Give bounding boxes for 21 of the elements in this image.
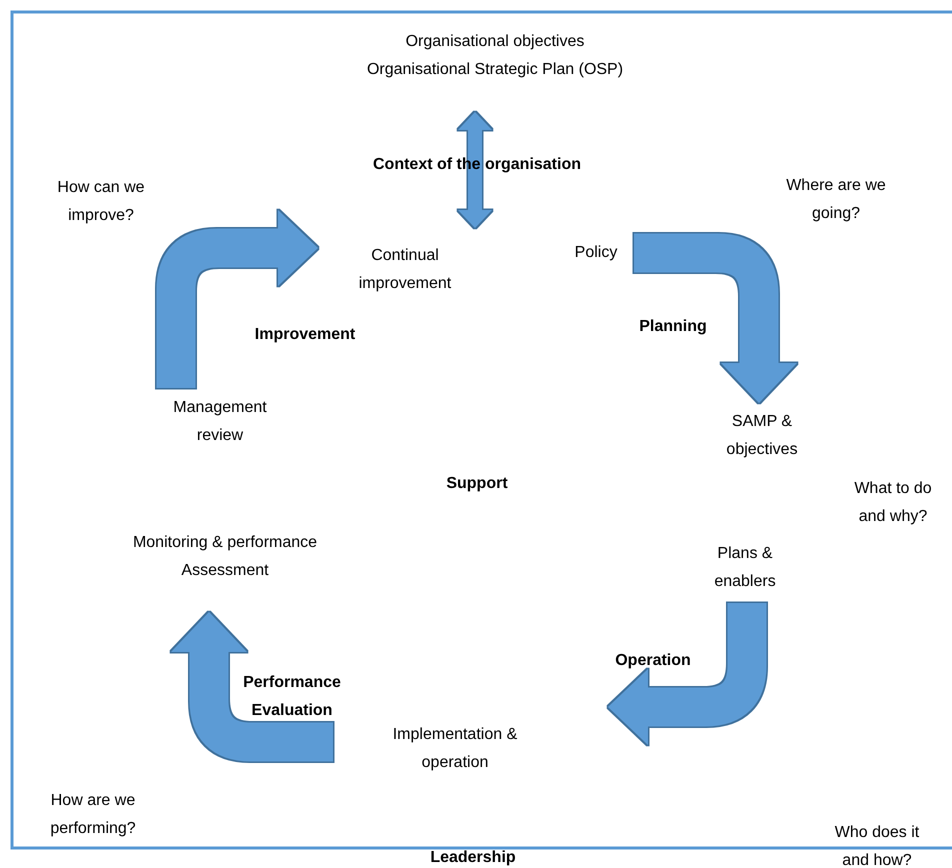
question-text: How are we performing? [49, 791, 137, 839]
step-text: Plans & enablers [713, 544, 777, 592]
phase-heading: Operation [614, 651, 692, 671]
double-block-arrow [458, 112, 492, 228]
question-text: How can we improve? [56, 178, 146, 226]
question-text: Who does it and how? [834, 823, 920, 868]
step-text: Implementation & operation [392, 725, 518, 773]
step-text: Management review [172, 398, 268, 446]
step-text: Organisational Strategic Plan (OSP) [366, 60, 624, 80]
phase-heading: Planning [638, 317, 708, 337]
step-text: Organisational objectives [406, 32, 584, 52]
question-text: Where are we going? [786, 176, 886, 224]
question-text: What to do and why? [853, 479, 933, 527]
step-text: Continual improvement [358, 246, 452, 294]
phase-heading: Leadership [429, 849, 517, 867]
step-text: Policy [574, 243, 618, 263]
phase-heading: Improvement [254, 325, 356, 345]
phase-heading: Performance Evaluation [242, 673, 342, 721]
step-text: SAMP & objectives [725, 412, 799, 460]
step-text: Monitoring & performance Assessment [132, 533, 318, 581]
phase-heading: Support [445, 474, 509, 494]
